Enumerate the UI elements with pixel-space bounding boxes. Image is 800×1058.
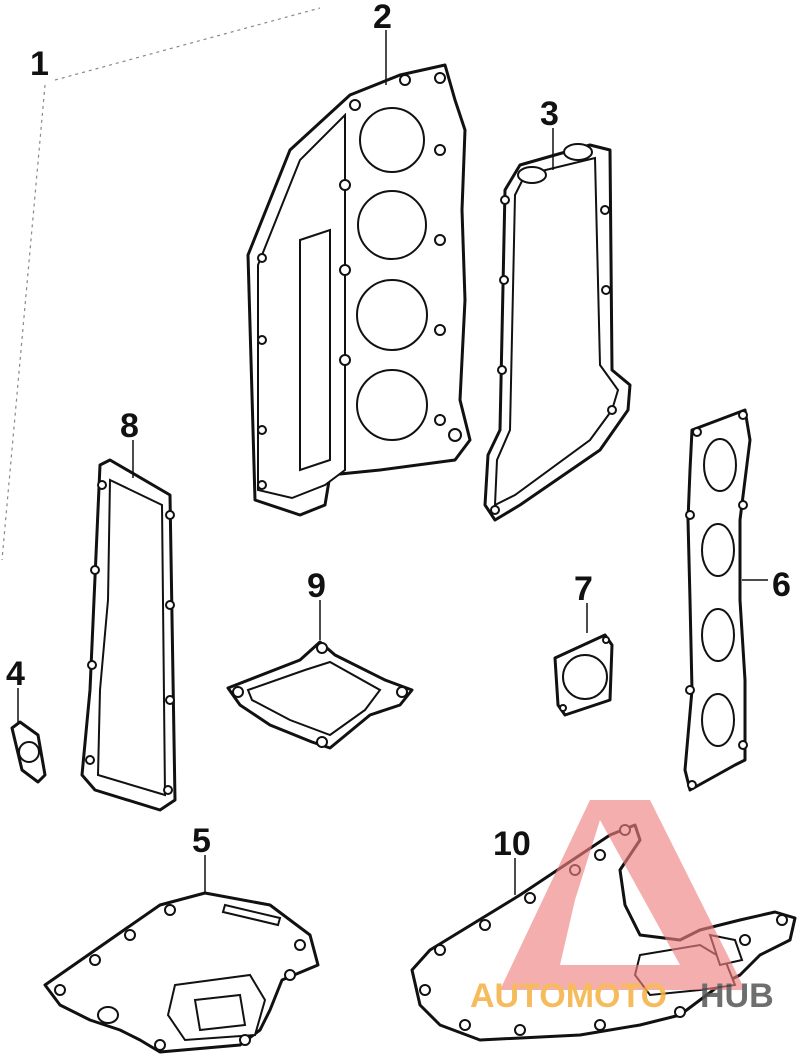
callout-5: 5 (192, 822, 211, 860)
part-3-valve-cover-gasket: 3 (483, 95, 632, 522)
part-5-gasket: 5 (43, 822, 320, 1054)
callout-4: 4 (6, 655, 25, 693)
part-7-gasket: 7 (553, 570, 614, 717)
watermark-text-hub: HUB (700, 977, 774, 1015)
callout-6: 6 (772, 566, 791, 604)
part-8-gasket: 8 (80, 407, 177, 812)
callout-7: 7 (574, 570, 593, 608)
callout-1-dashed-bracket (1, 7, 321, 561)
automotohub-watermark: AUTOMOTO HUB (470, 800, 774, 1015)
callout-8: 8 (120, 407, 139, 445)
callout-3: 3 (540, 95, 559, 133)
callout-1-group: 1 (1, 7, 321, 561)
callout-1: 1 (30, 45, 49, 83)
callout-9: 9 (307, 567, 326, 605)
part-9-gasket: 9 (226, 567, 414, 750)
watermark-triangle-logo (500, 800, 745, 990)
callout-2: 2 (373, 0, 392, 36)
part-6-manifold-gasket: 6 (683, 408, 791, 792)
watermark-text-automoto: AUTOMOTO (470, 977, 667, 1015)
part-4-gasket: 4 (6, 655, 47, 784)
part-2-cylinder-head-gasket: 2 (246, 0, 472, 517)
callout-10: 10 (493, 825, 531, 863)
